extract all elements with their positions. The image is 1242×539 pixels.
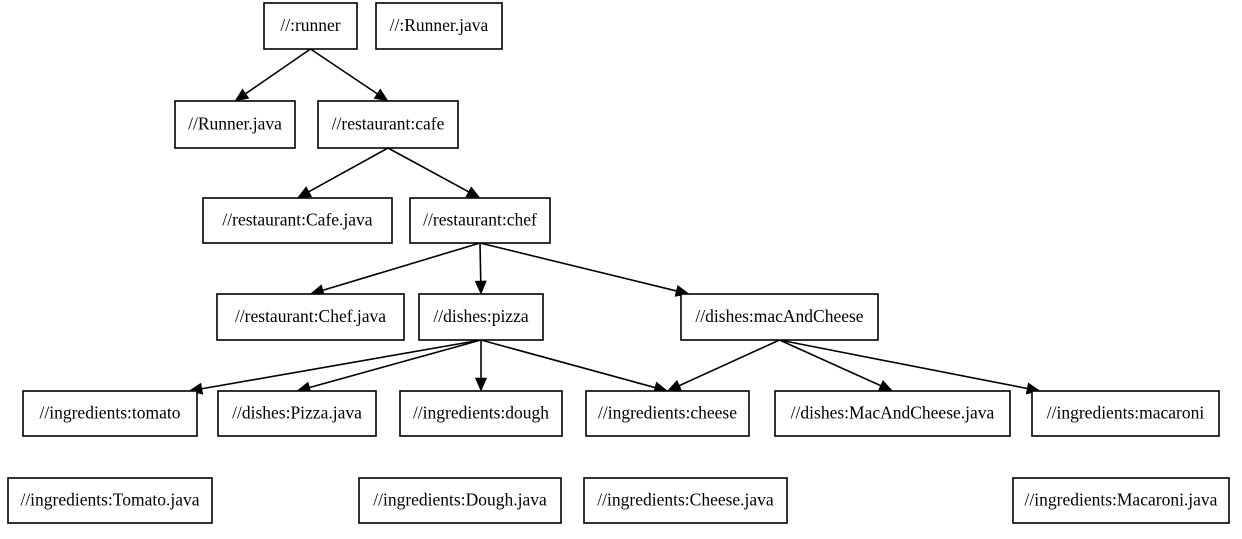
edge-layer xyxy=(188,48,1041,395)
node-box[interactable] xyxy=(358,477,562,524)
node-dishes-macandcheese-java[interactable]: //dishes:MacAndCheese.java xyxy=(774,390,1011,437)
node-label: //ingredients:dough xyxy=(413,403,549,423)
edge-dishes-pizza-to-ingredients-cheese xyxy=(480,339,669,394)
node-runner-java[interactable]: //:Runner.java xyxy=(375,2,503,50)
edge-line xyxy=(201,339,482,390)
node-ingredients-cheese[interactable]: //ingredients:cheese xyxy=(585,390,750,437)
node-label: //restaurant:cafe xyxy=(332,114,445,134)
node-label: //ingredients:macaroni xyxy=(1047,403,1205,423)
edge-arrowhead xyxy=(465,186,481,199)
edge-arrowhead xyxy=(474,280,487,295)
node-dishes-pizza[interactable]: //dishes:pizza xyxy=(418,293,544,341)
node-box[interactable] xyxy=(216,293,405,341)
edge-restaurant-chef-to-restaurant-chef-java xyxy=(309,242,481,296)
node-ingredients-tomato[interactable]: //ingredients:tomato xyxy=(22,390,198,437)
node-label: //dishes:MacAndCheese.java xyxy=(791,403,995,423)
edge-line xyxy=(309,339,482,389)
edge-arrowhead xyxy=(474,377,488,392)
node-label: //restaurant:chef xyxy=(423,210,537,230)
edge-line xyxy=(245,48,311,95)
node-label: //restaurant:Chef.java xyxy=(235,306,386,326)
edge-line xyxy=(479,242,482,282)
node-runner[interactable]: //:runner xyxy=(263,2,358,50)
edge-line xyxy=(480,339,656,389)
node-label: //dishes:macAndCheese xyxy=(695,306,863,326)
node-restaurant-cafe-java[interactable]: //restaurant:Cafe.java xyxy=(202,197,393,244)
edge-arrowhead xyxy=(373,88,389,102)
edge-line xyxy=(308,147,389,193)
edge-dishes-macandcheese-to-ingredients-cheese xyxy=(666,339,780,392)
node-label: //ingredients:Macaroni.java xyxy=(1025,490,1218,510)
node-label: //ingredients:Tomato.java xyxy=(20,490,199,510)
node-label: //:runner xyxy=(280,15,340,35)
node-ingredients-dough-java[interactable]: //ingredients:Dough.java xyxy=(358,477,562,524)
node-box[interactable] xyxy=(409,197,551,244)
node-restaurant-cafe[interactable]: //restaurant:cafe xyxy=(317,100,459,149)
edge-line xyxy=(387,147,469,193)
edge-restaurant-cafe-to-restaurant-chef xyxy=(387,147,481,199)
node-label: //restaurant:Cafe.java xyxy=(222,210,372,230)
edge-dishes-pizza-to-ingredients-tomato xyxy=(188,339,482,395)
edge-dishes-pizza-to-ingredients-dough xyxy=(474,340,488,392)
node-box[interactable] xyxy=(202,197,393,244)
edge-restaurant-chef-to-dishes-pizza xyxy=(474,242,487,295)
edge-arrowhead xyxy=(234,88,250,102)
node-runner-java[interactable]: //Runner.java xyxy=(174,100,296,149)
edge-arrowhead xyxy=(877,380,894,392)
node-label: //ingredients:cheese xyxy=(598,403,737,423)
edge-arrowhead xyxy=(296,186,313,199)
node-box[interactable] xyxy=(317,100,459,149)
edge-arrowhead xyxy=(666,379,683,392)
edge-line xyxy=(479,242,677,292)
edge-dishes-pizza-to-dishes-pizza-java xyxy=(296,339,482,394)
node-label: //ingredients:Dough.java xyxy=(373,490,547,510)
node-restaurant-chef-java[interactable]: //restaurant:Chef.java xyxy=(216,293,405,341)
node-ingredients-macaroni-java[interactable]: //ingredients:Macaroni.java xyxy=(1012,477,1230,524)
node-ingredients-cheese-java[interactable]: //ingredients:Cheese.java xyxy=(583,477,788,524)
node-label: //ingredients:tomato xyxy=(40,403,181,423)
node-label: //dishes:pizza xyxy=(433,306,528,326)
node-box[interactable] xyxy=(1031,390,1220,437)
node-label: //dishes:Pizza.java xyxy=(232,403,362,423)
edge-line xyxy=(310,48,378,95)
edge-line xyxy=(779,339,1028,390)
edge-line xyxy=(779,339,881,387)
node-box[interactable] xyxy=(217,390,377,437)
node-box[interactable] xyxy=(22,390,198,437)
node-box[interactable] xyxy=(375,2,503,50)
node-ingredients-dough[interactable]: //ingredients:dough xyxy=(399,390,563,437)
node-box[interactable] xyxy=(174,100,296,149)
edge-dishes-macandcheese-to-dishes-macandcheese-java xyxy=(779,339,894,392)
edge-line xyxy=(322,242,481,292)
node-box[interactable] xyxy=(680,293,879,341)
node-label: //Runner.java xyxy=(188,114,282,134)
node-restaurant-chef[interactable]: //restaurant:chef xyxy=(409,197,551,244)
node-box[interactable] xyxy=(585,390,750,437)
node-layer: //:runner //:Runner.java //Runner.java //re… xyxy=(7,2,1230,524)
edge-dishes-macandcheese-to-ingredients-macaroni xyxy=(779,339,1041,395)
node-box[interactable] xyxy=(1012,477,1230,524)
node-box[interactable] xyxy=(774,390,1011,437)
edge-restaurant-chef-to-dishes-macandcheese xyxy=(479,242,690,297)
node-box[interactable] xyxy=(263,2,358,50)
node-box[interactable] xyxy=(418,293,544,341)
edge-runner-to-runner-java xyxy=(234,48,311,102)
node-dishes-macandcheese[interactable]: //dishes:macAndCheese xyxy=(680,293,879,341)
node-ingredients-tomato-java[interactable]: //ingredients:Tomato.java xyxy=(7,477,213,524)
node-box[interactable] xyxy=(583,477,788,524)
node-box[interactable] xyxy=(399,390,563,437)
node-label: //:Runner.java xyxy=(390,15,489,35)
edge-line xyxy=(678,339,780,387)
node-label: //ingredients:Cheese.java xyxy=(597,490,774,510)
node-box[interactable] xyxy=(7,477,213,524)
edge-runner-to-restaurant-cafe xyxy=(310,48,389,102)
node-ingredients-macaroni[interactable]: //ingredients:macaroni xyxy=(1031,390,1220,437)
node-dishes-pizza-java[interactable]: //dishes:Pizza.java xyxy=(217,390,377,437)
edge-restaurant-cafe-to-restaurant-cafe-java xyxy=(296,147,389,199)
